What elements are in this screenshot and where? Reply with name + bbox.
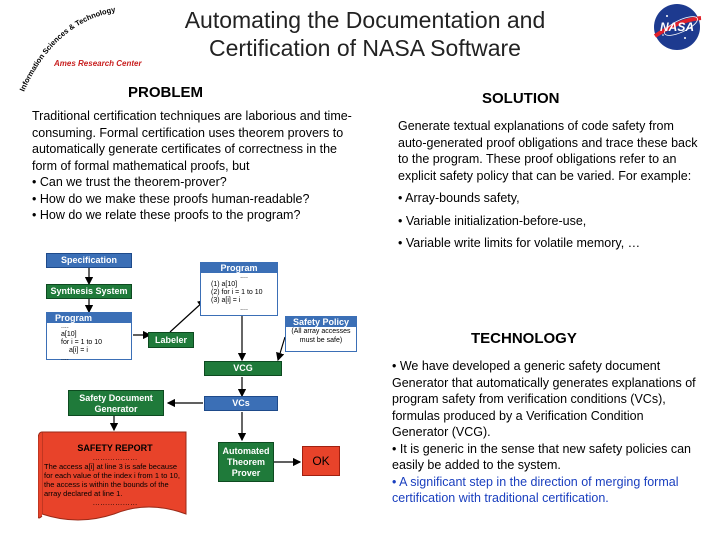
code-line: .... — [61, 323, 69, 330]
solution-heading: SOLUTION — [482, 90, 560, 107]
code-line: (2) for i = 1 to 10 — [211, 289, 263, 296]
solution-paragraph: Generate textual explanations of code sa… — [398, 119, 698, 183]
solution-bullet: • Variable initialization-before-use, — [398, 213, 587, 228]
problem-text: Traditional certification techniques are… — [32, 108, 362, 224]
technology-bullet: • It is generic in the sense that new sa… — [392, 441, 691, 473]
problem-paragraph: Traditional certification techniques are… — [32, 109, 352, 173]
program-left-box: Program .... a[10] for i = 1 to 10 a[i] … — [46, 312, 132, 362]
labeler-box: Labeler — [148, 332, 194, 348]
logo-center-text: Ames Research Center — [53, 59, 142, 68]
technology-text: • We have developed a generic safety doc… — [392, 358, 702, 507]
nasa-logo-icon: NASA — [653, 4, 702, 50]
solution-bullet: • Variable write limits for volatile mem… — [398, 236, 641, 250]
code-line: (1) a[10] — [211, 281, 238, 288]
code-line: a[10] — [61, 331, 77, 338]
technology-bullet-highlight: • A significant step in the direction of… — [392, 474, 679, 506]
solution-text: Generate textual explanations of code sa… — [398, 118, 698, 252]
problem-bullet: • How do we make these proofs human-read… — [32, 191, 310, 206]
ames-logo: Information Sciences & Technology Ames R… — [18, 5, 143, 93]
safety-policy-text: (All array accesses must be safe) — [291, 328, 351, 344]
vcg-box: VCG — [204, 361, 282, 376]
code-line: for i = 1 to 10 — [61, 339, 103, 346]
safety-report-body: The access a[i] at line 3 is safe becaus… — [44, 462, 180, 498]
solution-bullet: • Array-bounds safety, — [398, 191, 520, 205]
program-top-head: Program — [201, 263, 277, 273]
program-left-head: Program — [47, 313, 131, 323]
safety-report-title: SAFETY REPORT — [77, 443, 153, 453]
code-line: .... — [240, 273, 248, 280]
automated-theorem-prover-box: Automated Theorem Prover — [218, 442, 274, 482]
title-line-2: Certification of NASA Software — [209, 35, 521, 61]
specification-box: Specification — [46, 253, 132, 268]
problem-bullet: • How do we relate these proofs to the p… — [32, 208, 301, 222]
code-line: .... — [240, 305, 248, 312]
safety-policy-box: Safety Policy (All array accesses must b… — [285, 316, 357, 352]
vcs-box: VCs — [204, 396, 278, 411]
ok-badge: OK — [302, 446, 340, 476]
synthesis-system-box: Synthesis System — [46, 284, 132, 299]
page-title: Automating the Documentation and Certifi… — [150, 6, 580, 62]
program-top-box: Program .... (1) a[10] (2) for i = 1 to … — [200, 262, 278, 316]
safety-report: SAFETY REPORT ……………… The access a[i] at … — [44, 443, 186, 508]
safety-report-dots: ……………… — [92, 453, 138, 462]
safety-policy-head: Safety Policy — [286, 317, 356, 327]
code-line: (3) a[i] = i — [211, 297, 241, 304]
code-line: .... — [61, 355, 69, 362]
safety-report-dots: ……………… — [92, 498, 138, 507]
problem-heading: PROBLEM — [128, 84, 203, 101]
safety-document-generator-box: Safety Document Generator — [68, 390, 164, 416]
problem-bullet: • Can we trust the theorem-prover? — [32, 175, 227, 189]
safety-report-shape — [38, 431, 187, 521]
code-line: a[i] = i — [69, 347, 88, 354]
technology-heading: TECHNOLOGY — [471, 330, 577, 347]
title-line-1: Automating the Documentation and — [184, 7, 546, 33]
technology-bullet: • We have developed a generic safety doc… — [392, 359, 696, 439]
